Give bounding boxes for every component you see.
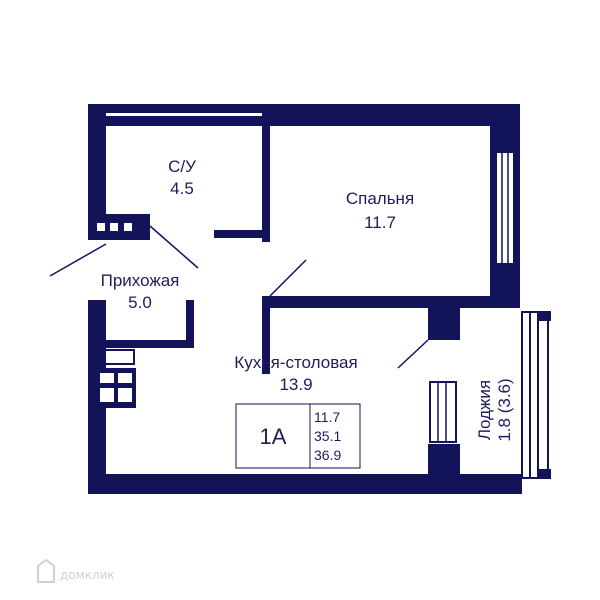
legend-values-box: [309, 403, 361, 469]
wall-loggia-pillar: [428, 304, 460, 340]
wall-top: [88, 104, 520, 126]
wall-top-inner-line: [96, 113, 266, 116]
bedroom-window-frame: [495, 151, 515, 265]
bedroom-area: 11.7: [364, 213, 396, 232]
bath-vent-3: [124, 223, 132, 231]
loggia-name: Лоджия: [475, 380, 494, 440]
wall-bedroom-door-jamb: [262, 296, 270, 374]
shaft-cell-2: [118, 373, 132, 383]
hall-counter: [95, 349, 135, 365]
bathroom-name: С/У: [168, 157, 196, 176]
doors: [49, 225, 429, 369]
bathroom-area: 4.5: [170, 179, 194, 198]
apartment-type: 1А: [260, 424, 287, 449]
domclick-logo-shape: [37, 558, 55, 583]
loggia-glazing: [521, 311, 551, 479]
loggia-glazing-bottom-cap: [539, 469, 551, 479]
wall-loggia-lower: [428, 444, 460, 494]
kitchen-window: [429, 381, 457, 443]
bath-vent-1: [97, 223, 105, 231]
watermark-text: домклик: [60, 568, 115, 582]
apartment-legend: 1А 11.7 35.1 36.9: [235, 403, 361, 469]
bath-vents: [97, 223, 132, 231]
shaft-cell-4: [118, 388, 132, 402]
bedroom-name: Спальня: [346, 189, 414, 208]
wall-hall-closet-right: [186, 300, 194, 348]
door-loggia: [397, 339, 429, 369]
kitchen-area: 13.9: [279, 375, 312, 394]
door-entrance: [49, 243, 107, 277]
wall-bottom: [88, 474, 522, 494]
shaft-cell-3: [100, 388, 114, 402]
kitchen-name: Кухня-столовая: [234, 353, 357, 372]
door-bedroom: [269, 259, 307, 297]
bath-vent-2: [110, 223, 118, 231]
legend-type-box: [235, 403, 311, 469]
loggia-glazing-top-cap: [539, 311, 551, 321]
wall-bedroom-bottom: [262, 296, 520, 308]
wall-bath-bottom-right: [214, 230, 270, 238]
domclick-logo-icon: [37, 558, 55, 583]
living-area: 11.7: [314, 409, 340, 425]
shaft-cell-1: [100, 373, 114, 383]
watermark: домклик: [37, 558, 115, 583]
loggia-area: 1.8 (3.6): [495, 378, 514, 441]
wall-hall-closet-bottom: [88, 340, 194, 348]
loggia-glazing-frame: [521, 311, 549, 479]
wall-left-upper: [88, 104, 106, 240]
wall-bath-bedroom: [262, 104, 270, 242]
apartment-area: 35.1: [314, 428, 341, 444]
hallway-name: Прихожая: [101, 271, 180, 290]
bedroom-window: [495, 151, 515, 265]
shaft-detail: [100, 373, 132, 402]
door-bath: [149, 225, 199, 269]
kitchen-window-frame: [429, 381, 457, 443]
total-area: 36.9: [314, 447, 341, 463]
loggia-label: Лоджия 1.8 (3.6): [475, 378, 514, 441]
room-labels: С/У 4.5 Спальня 11.7 Прихожая 5.0 Кухня-…: [101, 157, 514, 442]
hallway-area: 5.0: [128, 293, 152, 312]
